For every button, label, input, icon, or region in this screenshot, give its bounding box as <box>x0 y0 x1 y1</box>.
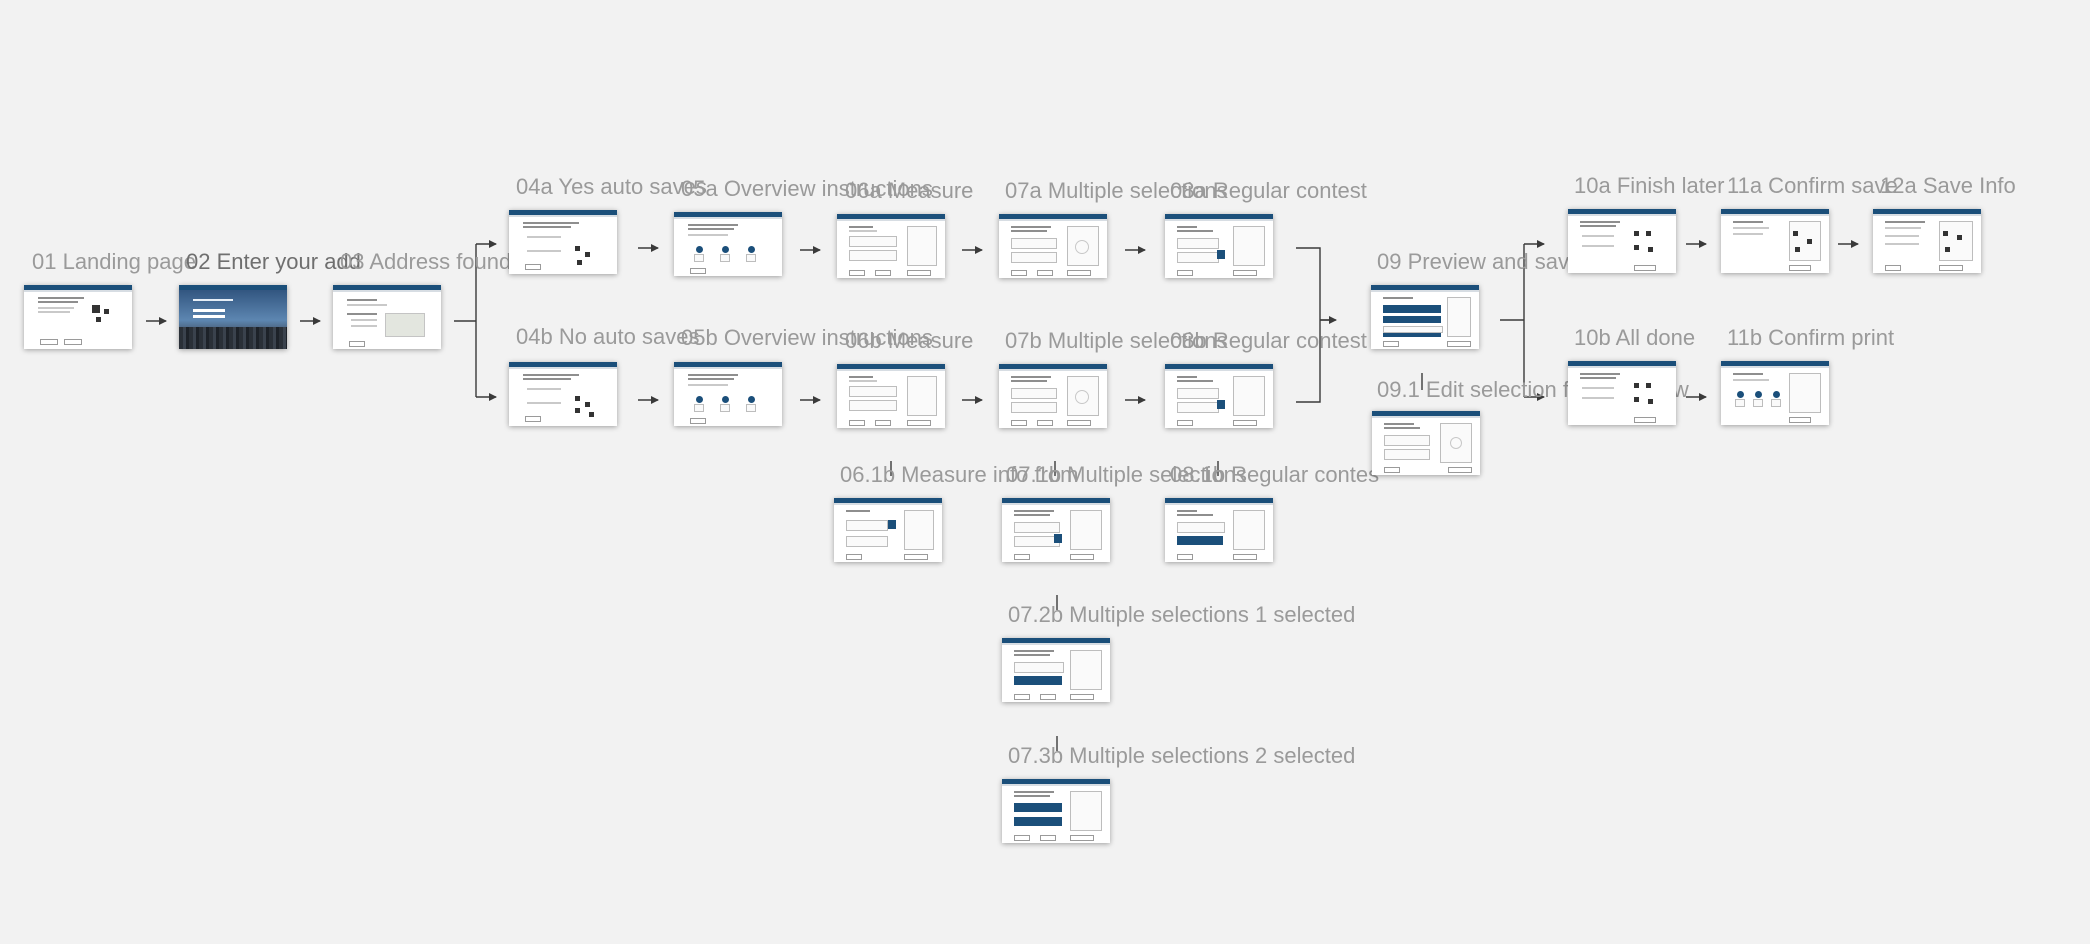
screen-thumb-08b[interactable] <box>1165 364 1273 428</box>
screen-label-06b: 06b Measure <box>845 328 974 353</box>
screen-label-03: 03 Address found <box>340 249 512 274</box>
screen-thumb-03[interactable] <box>333 285 441 349</box>
screen-thumb-12a[interactable] <box>1873 209 1981 273</box>
screen-thumb-11b[interactable] <box>1721 361 1829 425</box>
screen-label-08.1b: 08.1b Regular contes <box>1170 462 1380 487</box>
screen-label-11b: 11b Confirm print <box>1727 325 1895 350</box>
screen-label-05b: 05b Overview instructions <box>681 325 933 350</box>
screen-label-05a: 05a Overview instructions <box>681 176 933 201</box>
screen-thumb-07.2b[interactable] <box>1002 638 1110 702</box>
screen-label-07.1b: 07.1b Multiple selections <box>1006 462 1247 487</box>
screen-label-09: 09 Preview and save <box>1377 249 1582 274</box>
screen-label-07.3b: 07.3b Multiple selections 2 selected <box>1008 743 1356 768</box>
screen-thumb-07.3b[interactable] <box>1002 779 1110 843</box>
screen-thumb-04b[interactable] <box>509 362 617 426</box>
screen-label-08a: 08a Regular contest <box>1170 178 1367 203</box>
screen-label-07.2b: 07.2b Multiple selections 1 selected <box>1008 602 1356 627</box>
screen-label-04a: 04a Yes auto saves <box>516 174 707 199</box>
screen-label-01: 01 Landing page <box>32 249 196 274</box>
screen-label-11a: 11a Confirm save <box>1727 173 1898 198</box>
screen-thumb-09.1[interactable] <box>1372 411 1480 475</box>
screen-label-06.1b: 06.1b Measure info from <box>840 462 1079 487</box>
screen-thumb-06b[interactable] <box>837 364 945 428</box>
screen-thumb-10a[interactable] <box>1568 209 1676 273</box>
screen-label-02: 02 Enter your add <box>186 249 361 274</box>
screen-label-07b: 07b Multiple selections <box>1005 328 1228 353</box>
screen-thumb-01[interactable] <box>24 285 132 349</box>
screen-thumb-09[interactable] <box>1371 285 1479 349</box>
screen-thumb-05b[interactable] <box>674 362 782 426</box>
screen-thumb-07.1b[interactable] <box>1002 498 1110 562</box>
screen-thumb-10b[interactable] <box>1568 361 1676 425</box>
screen-thumb-04a[interactable] <box>509 210 617 274</box>
screen-thumb-07a[interactable] <box>999 214 1107 278</box>
screen-label-10b: 10b All done <box>1574 325 1696 350</box>
screen-thumb-06.1b[interactable] <box>834 498 942 562</box>
screen-label-12a: 12a Save Info <box>1880 173 2016 198</box>
screen-thumb-08a[interactable] <box>1165 214 1273 278</box>
screen-label-04b: 04b No auto saves <box>516 324 700 349</box>
screen-thumb-05a[interactable] <box>674 212 782 276</box>
screen-thumb-07b[interactable] <box>999 364 1107 428</box>
screen-thumb-08.1b[interactable] <box>1165 498 1273 562</box>
screen-thumb-11a[interactable] <box>1721 209 1829 273</box>
screen-label-07a: 07a Multiple selections <box>1005 178 1228 203</box>
branch-03-04 <box>454 244 477 397</box>
screen-label-06a: 06a Measure <box>845 178 974 203</box>
screen-label-10a: 10a Finish later <box>1574 173 1725 198</box>
screen-thumb-06a[interactable] <box>837 214 945 278</box>
screen-thumb-02[interactable] <box>179 285 287 349</box>
merge-08-09 <box>1296 247 1332 403</box>
screen-label-08b: 08b Regular contest <box>1170 328 1367 353</box>
branch-09-10 <box>1500 244 1525 397</box>
